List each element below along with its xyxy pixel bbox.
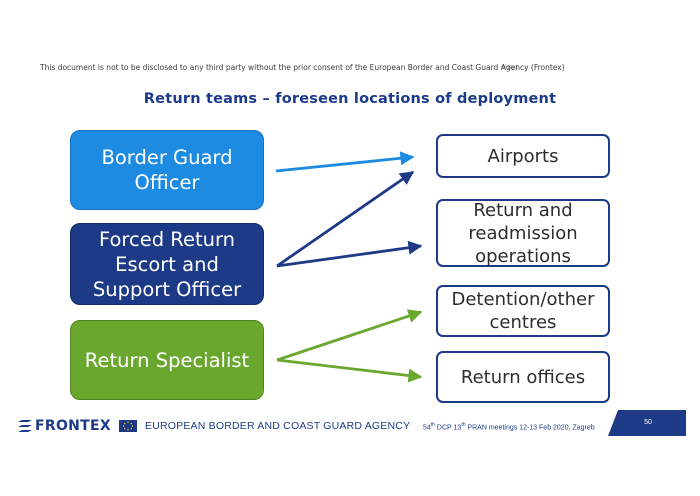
frontex-logo: FRONTEX EUROPEAN BORDER AND COAST GUARD … — [18, 418, 410, 434]
location-label-line: Detention/other — [451, 289, 595, 310]
location-detention-other-centres: Detention/other centres — [436, 285, 610, 337]
location-airports: Airports — [436, 134, 610, 178]
meeting-text: 54 — [423, 424, 431, 432]
frontex-wordmark: FRONTEX — [35, 418, 111, 434]
arrow-escort-to-readmission — [276, 240, 423, 268]
location-label-line: Airports — [487, 145, 559, 167]
role-label-line: Border Guard — [101, 146, 233, 169]
location-label-line: centres — [489, 312, 557, 333]
location-return-readmission-operations: Return and readmission operations — [436, 199, 610, 267]
role-label-line: Support Officer — [92, 277, 242, 301]
location-label-line: operations — [475, 245, 571, 267]
role-label-line: Return Specialist — [84, 348, 250, 372]
arrow-border-guard-to-airports — [275, 151, 415, 173]
arrow-specialist-to-detention — [276, 309, 423, 362]
meeting-sup: th — [461, 422, 466, 428]
slide-title: Return teams – foreseen locations of dep… — [143, 91, 557, 107]
location-return-offices: Return offices — [436, 351, 610, 403]
arrow-escort-to-airports — [276, 170, 415, 268]
meeting-text: DCP 13 — [434, 424, 462, 432]
role-border-guard-officer: Border Guard Officer — [70, 130, 264, 210]
page-number-tab — [608, 410, 686, 436]
role-label-line: Officer — [134, 171, 200, 194]
frontex-mark-icon — [18, 420, 32, 432]
meeting-caption: 54th DCP 13th PRAN meetings 12-13 Feb 20… — [423, 422, 595, 431]
location-label-line: readmission — [468, 222, 578, 244]
agency-name: EUROPEAN BORDER AND COAST GUARD AGENCY — [144, 420, 411, 432]
eu-flag-icon — [118, 420, 137, 432]
location-label-line: Return offices — [460, 366, 586, 388]
meeting-sup: th — [430, 422, 435, 428]
arrow-specialist-to-return-offices — [276, 358, 423, 383]
role-label-line: Forced Return — [98, 227, 236, 251]
role-return-specialist: Return Specialist — [70, 320, 264, 400]
location-label-line: Return and — [473, 199, 573, 221]
disclaimer-overflow-text: ontex) — [501, 65, 518, 71]
role-label-line: Escort and — [115, 252, 219, 276]
confidentiality-disclaimer: This document is not to be disclosed to … — [40, 63, 565, 72]
page-number: 50 — [644, 419, 652, 426]
role-forced-return-escort-support-officer: Forced Return Escort and Support Officer — [70, 223, 264, 305]
meeting-text: PRAN meetings 12-13 Feb 2020, Zagreb — [465, 424, 595, 432]
